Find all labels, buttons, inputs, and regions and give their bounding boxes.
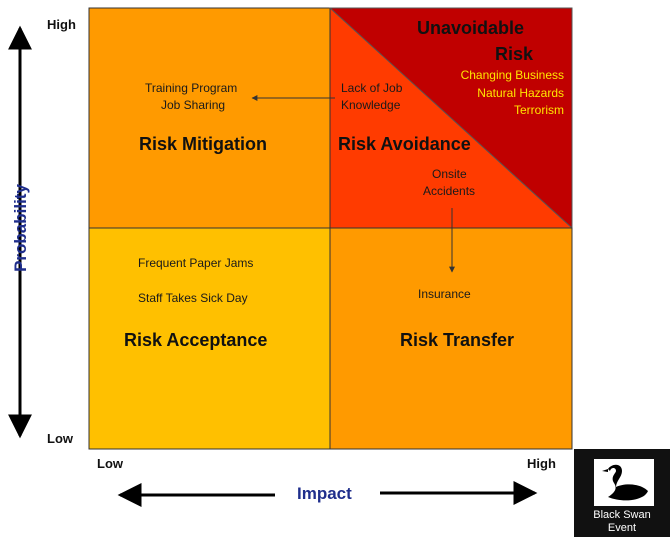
avoidance-item-knowledge: Knowledge — [341, 98, 401, 112]
black-swan-caption: Black Swan Event — [574, 509, 670, 535]
x-axis-low-label: Low — [97, 456, 123, 471]
x-axis-high-label: High — [527, 456, 556, 471]
transfer-item-insurance: Insurance — [418, 287, 471, 301]
acceptance-item-paper-jams: Frequent Paper Jams — [138, 256, 254, 270]
quadrant-risk-acceptance — [88, 227, 331, 450]
y-axis-low-label: Low — [47, 431, 73, 446]
unavoidable-item-terrorism: Terrorism — [514, 103, 564, 117]
quadrant-risk-mitigation — [88, 7, 331, 229]
unavoidable-risk-title-line1: Unavoidable — [417, 18, 525, 38]
black-swan-caption-line1: Black Swan — [593, 509, 651, 521]
black-swan-icon — [594, 459, 654, 506]
risk-transfer-title: Risk Transfer — [400, 330, 515, 350]
mitigation-item-job-sharing: Job Sharing — [161, 98, 226, 112]
quadrant-risk-transfer — [329, 227, 573, 450]
impact-axis-title: Impact — [297, 484, 352, 503]
y-axis-high-label: High — [47, 17, 76, 32]
probability-axis-title: Probability — [11, 184, 30, 272]
risk-avoidance-title: Risk Avoidance — [338, 134, 471, 154]
region-unavoidable-risk — [328, 7, 573, 230]
avoidance-item-onsite: Onsite — [432, 167, 467, 181]
unavoidable-risk-title-line2: Risk — [495, 44, 534, 64]
black-swan-caption-line2: Event — [607, 522, 637, 534]
risk-mitigation-title: Risk Mitigation — [139, 134, 268, 154]
black-swan-logo: Black Swan Event — [574, 449, 670, 537]
unavoidable-item-changing-business: Changing Business — [460, 68, 564, 82]
unavoidable-item-natural-hazards: Natural Hazards — [477, 86, 564, 100]
avoidance-item-accidents: Accidents — [423, 184, 476, 198]
risk-acceptance-title: Risk Acceptance — [124, 330, 268, 350]
mitigation-item-training-program: Training Program — [145, 81, 238, 95]
acceptance-item-sick-day: Staff Takes Sick Day — [138, 291, 248, 305]
avoidance-item-lack-of-job: Lack of Job — [341, 81, 403, 95]
